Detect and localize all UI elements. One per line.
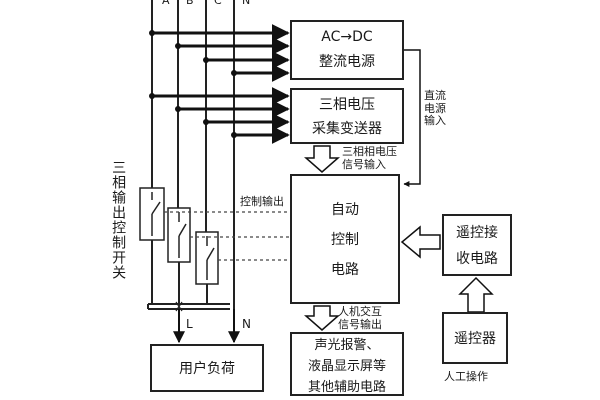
controller-box: 自动 控制 电路: [290, 174, 400, 304]
rectifier-tap-dots: [149, 30, 237, 76]
rectifier-line-2: 整流电源: [319, 54, 375, 70]
controller-line-2: 控制: [331, 232, 359, 248]
remote-to-receiver-arrow: [458, 276, 494, 313]
receiver-line-1: 遥控接: [456, 225, 498, 241]
switch-contacts: [151, 192, 215, 280]
output-label-n: N: [242, 317, 251, 331]
hmi-output-line-1: 人机交互: [338, 305, 382, 318]
switch-outputs: [147, 240, 230, 310]
voltage-transmitter-box: 三相电压 采集变送器: [290, 88, 404, 144]
switch-label: 三相输出控制开关: [110, 160, 127, 280]
receiver-box: 遥控接 收电路: [442, 214, 512, 276]
aux-line-3: 其他辅助电路: [307, 379, 386, 395]
remote-line-1: 遥控器: [454, 331, 496, 347]
receiver-line-2: 收电路: [456, 251, 498, 267]
output-junctions: [175, 301, 183, 312]
bus-label-n: N: [242, 0, 251, 7]
dc-supply-path: [403, 49, 421, 187]
manual-op-label: 人工操作: [444, 370, 488, 383]
controller-line-3: 电路: [331, 262, 359, 278]
voltage-tap-dots: [149, 93, 237, 138]
rectifier-box: AC→DC 整流电源: [290, 20, 404, 80]
bus-lines: [151, 0, 235, 340]
signal-input-arrow: [304, 145, 340, 173]
bus-label-c: C: [214, 0, 222, 7]
load-feed-lines: [173, 309, 240, 344]
receiver-to-controller-arrow: [400, 225, 441, 259]
dc-input-line-2: 电源: [424, 101, 446, 115]
signal-input-label: 三相相电压 信号输入: [342, 145, 397, 171]
load-box: 用户负荷: [150, 344, 264, 392]
aux-line-1: 声光报警、: [314, 337, 380, 353]
remote-box: 遥控器: [442, 312, 508, 364]
hmi-output-line-2: 信号输出: [338, 317, 382, 331]
signal-input-line-1: 三相相电压: [342, 145, 397, 158]
control-output-label: 控制输出: [240, 195, 284, 208]
dc-input-label: 直流 电源 输入: [424, 89, 446, 128]
load-line-1: 用户负荷: [179, 361, 235, 377]
dc-input-line-1: 直流: [424, 89, 446, 102]
aux-circuit-box: 声光报警、 液晶显示屏等 其他辅助电路: [290, 332, 404, 396]
aux-line-2: 液晶显示屏等: [307, 358, 386, 374]
voltage-taps: [152, 87, 290, 144]
rectifier-taps: [152, 24, 290, 82]
signal-input-line-2: 信号输入: [342, 157, 386, 171]
output-label-l: L: [186, 317, 193, 331]
control-dashed-lines: [164, 211, 290, 261]
hmi-output-label: 人机交互 信号输出: [338, 305, 382, 331]
dc-input-line-3: 输入: [424, 114, 446, 128]
controller-line-1: 自动: [331, 202, 359, 218]
voltage-line-2: 采集变送器: [312, 121, 382, 137]
hmi-output-arrow: [304, 305, 340, 331]
bus-label-a: A: [162, 0, 170, 7]
voltage-line-1: 三相电压: [319, 97, 375, 113]
rectifier-line-1: AC→DC: [321, 29, 373, 45]
bus-label-b: B: [186, 0, 194, 7]
